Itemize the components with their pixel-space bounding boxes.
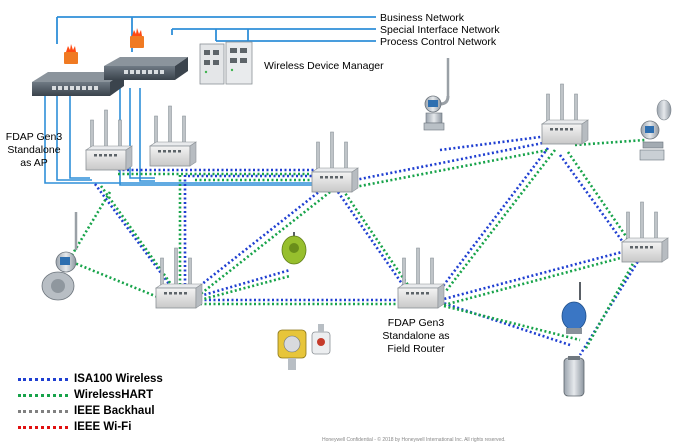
ap-center-top-icon (311, 131, 359, 193)
legend-item-backhaul: IEEE Backhaul (18, 403, 155, 419)
business-network-label: Business Network (380, 12, 465, 24)
legend-label: IEEE Backhaul (74, 405, 155, 417)
fdap-router-label-line1: FDAP Gen3 (388, 317, 445, 329)
transmitter-icon (41, 58, 672, 397)
wirelesshart-links (70, 138, 646, 351)
ap-right-icon (621, 201, 669, 263)
legend-label: IEEE Wi-Fi (74, 421, 132, 433)
wirelesshart-swatch (18, 393, 68, 397)
fdap-ap-label-line1: FDAP Gen3 (6, 131, 63, 143)
firewall-icon (64, 28, 144, 64)
legend-label: ISA100 Wireless (74, 373, 163, 385)
ap-left-1-icon (85, 109, 133, 171)
footer-confidential: Honeywell Confidential - © 2018 by Honey… (322, 437, 506, 443)
access-points (85, 83, 669, 309)
fdap-ap-label-line3: as AP (20, 157, 47, 169)
fdap-ap-label-line2: Standalone (7, 144, 60, 156)
process-control-network-label: Process Control Network (380, 36, 497, 48)
ap-left-2-icon (149, 105, 197, 167)
fdap-router-label-line3: Field Router (387, 343, 445, 355)
ap-field-router-icon (397, 247, 445, 309)
legend-item-isa100: ISA100 Wireless (18, 371, 163, 387)
isa100-swatch (18, 377, 68, 381)
special-interface-network-label: Special Interface Network (380, 24, 500, 36)
ap-right-top-icon (541, 83, 589, 145)
isa100-links (93, 134, 642, 356)
wifi-swatch (18, 425, 68, 429)
legend-item-wirelesshart: WirelessHART (18, 387, 153, 403)
wireless-device-manager-icon (199, 41, 253, 85)
backhaul-swatch (18, 409, 68, 413)
network-bus (56, 16, 376, 52)
ap-bottom-left-icon (155, 247, 203, 309)
fdap-router-label-line2: Standalone as (382, 330, 449, 342)
legend-item-wifi: IEEE Wi-Fi (18, 419, 131, 435)
wdm-label: Wireless Device Manager (264, 60, 384, 72)
legend-label: WirelessHART (74, 389, 154, 401)
network-switch-icon (32, 57, 188, 96)
